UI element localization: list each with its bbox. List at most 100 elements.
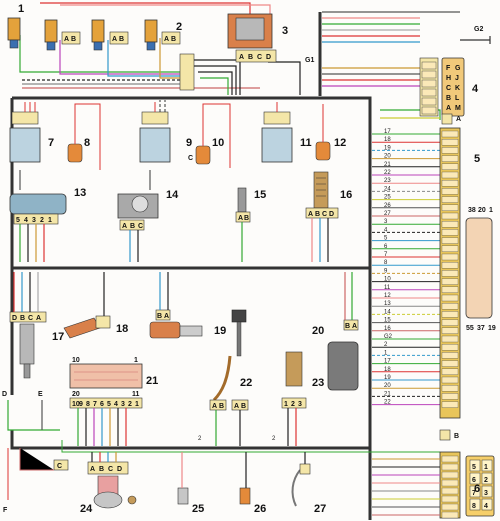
row-5-wires <box>61 408 440 453</box>
s13-pin-3: 3 <box>32 217 36 224</box>
wire-number: 15 <box>384 318 391 324</box>
component-number-18: 18 <box>116 323 128 335</box>
s14-pin-b: B <box>130 223 135 230</box>
fuse-left-pins <box>372 455 459 519</box>
speed-sensor <box>281 351 307 409</box>
idle-pin-10: 10 <box>72 357 80 364</box>
ground-g2-a: 2 <box>198 436 202 442</box>
component-number-7: 7 <box>48 137 54 149</box>
knock-sensor <box>209 355 249 411</box>
component-number-25: 25 <box>192 503 204 515</box>
wire-number: G2 <box>384 334 393 340</box>
coil-pin-a: A <box>239 54 244 61</box>
wire-number: 8 <box>384 260 388 266</box>
diag-pin-A: A <box>446 105 451 112</box>
label-f: F <box>3 507 8 514</box>
s24-pin-d: D <box>117 466 122 473</box>
component-number-26: 26 <box>254 503 266 515</box>
component-number-16: 16 <box>340 189 352 201</box>
idle-controller <box>69 363 143 409</box>
s20-pin-a: A <box>352 323 357 330</box>
injector-harness-connector <box>179 53 195 91</box>
coil-pin-d: D <box>266 54 271 61</box>
row-6-components <box>53 459 311 509</box>
wire-number: 5 <box>384 236 388 242</box>
idle-pin-1: 1 <box>134 357 138 364</box>
wire-number: 17 <box>384 359 391 365</box>
s22b-pin-b: B <box>241 403 246 410</box>
wire-number: 24 <box>384 186 391 192</box>
s24-pin-b: B <box>99 466 104 473</box>
s17-pin-c: C <box>28 315 33 322</box>
idle-connector-pin-3: 3 <box>121 401 125 408</box>
ecu-pin-20: 20 <box>478 207 486 214</box>
wire-number: 3 <box>384 219 388 225</box>
wire-number: 22 <box>384 400 391 406</box>
fuse-slot-7: 7 <box>472 490 476 497</box>
s14-pin-a: A <box>122 223 127 230</box>
wire-number: 18 <box>384 137 391 143</box>
wire-number: 18 <box>384 367 391 373</box>
wire-number: 26 <box>384 203 391 209</box>
ecu-pin-55: 55 <box>466 325 474 332</box>
harness-frame <box>10 12 372 520</box>
ignition-coil: A B C D <box>227 13 277 63</box>
inj2-pin-b: B <box>71 36 76 43</box>
wire-number: 17 <box>384 129 391 135</box>
wire-number: 13 <box>384 301 391 307</box>
s15-pin-b: B <box>244 215 249 222</box>
diag-pin-B: B <box>446 95 451 102</box>
diag-pin-M: M <box>455 105 461 112</box>
idle-pin-20: 20 <box>72 391 80 398</box>
s16-pin-a: A <box>308 211 313 218</box>
fuse-slot-8: 8 <box>472 503 476 510</box>
idle-connector-pin-7: 7 <box>93 401 97 408</box>
fuse-slot-6: 6 <box>472 477 476 484</box>
s17-pin-d: D <box>12 315 17 322</box>
component-number-15: 15 <box>254 189 266 201</box>
s22b-pin-a: A <box>234 403 239 410</box>
component-number-12: 12 <box>334 137 346 149</box>
row-3-wires <box>19 170 329 262</box>
component-number-1: 1 <box>18 3 24 15</box>
row-6-wires <box>91 452 306 488</box>
fuse-slot-1: 1 <box>484 464 488 471</box>
s22-pin-a: A <box>212 403 217 410</box>
wire-number: 9 <box>384 268 388 274</box>
label-b: B <box>454 433 459 440</box>
component-number-21: 21 <box>146 375 158 387</box>
s16-pin-b: B <box>315 211 320 218</box>
idle-connector-pin-1: 1 <box>135 401 139 408</box>
wire-number: 6 <box>384 244 388 250</box>
idle-connector-pin-9: 9 <box>79 401 83 408</box>
wire-number: 19 <box>384 375 391 381</box>
fuse-slot-5: 5 <box>472 464 476 471</box>
component-number-8: 8 <box>84 137 90 149</box>
s17-pin-a: A <box>36 315 41 322</box>
label-g1: G1 <box>305 57 314 64</box>
component-number-3: 3 <box>282 25 288 37</box>
wire-number: 4 <box>384 227 388 233</box>
wire-number: 20 <box>384 383 391 389</box>
label-g2: G2 <box>474 26 483 33</box>
s13-pin-4: 4 <box>24 217 28 224</box>
label-a: A <box>456 116 461 123</box>
diag-pin-K: K <box>455 85 460 92</box>
wire-number: 21 <box>384 391 391 397</box>
s20-pin-b: B <box>345 323 350 330</box>
inj3-pin-b: B <box>119 36 124 43</box>
diag-pin-F: F <box>446 65 451 72</box>
ecu-pin-19: 19 <box>488 325 496 332</box>
inj3-pin-a: A <box>112 36 117 43</box>
diag-pin-C: C <box>446 85 451 92</box>
wire-number: 19 <box>384 145 391 151</box>
wire-number: 23 <box>384 178 391 184</box>
s13-pin-5: 5 <box>16 217 20 224</box>
component-number-22: 22 <box>240 377 252 389</box>
idle-connector-pin-8: 8 <box>86 401 90 408</box>
row-4-wires <box>7 272 353 431</box>
